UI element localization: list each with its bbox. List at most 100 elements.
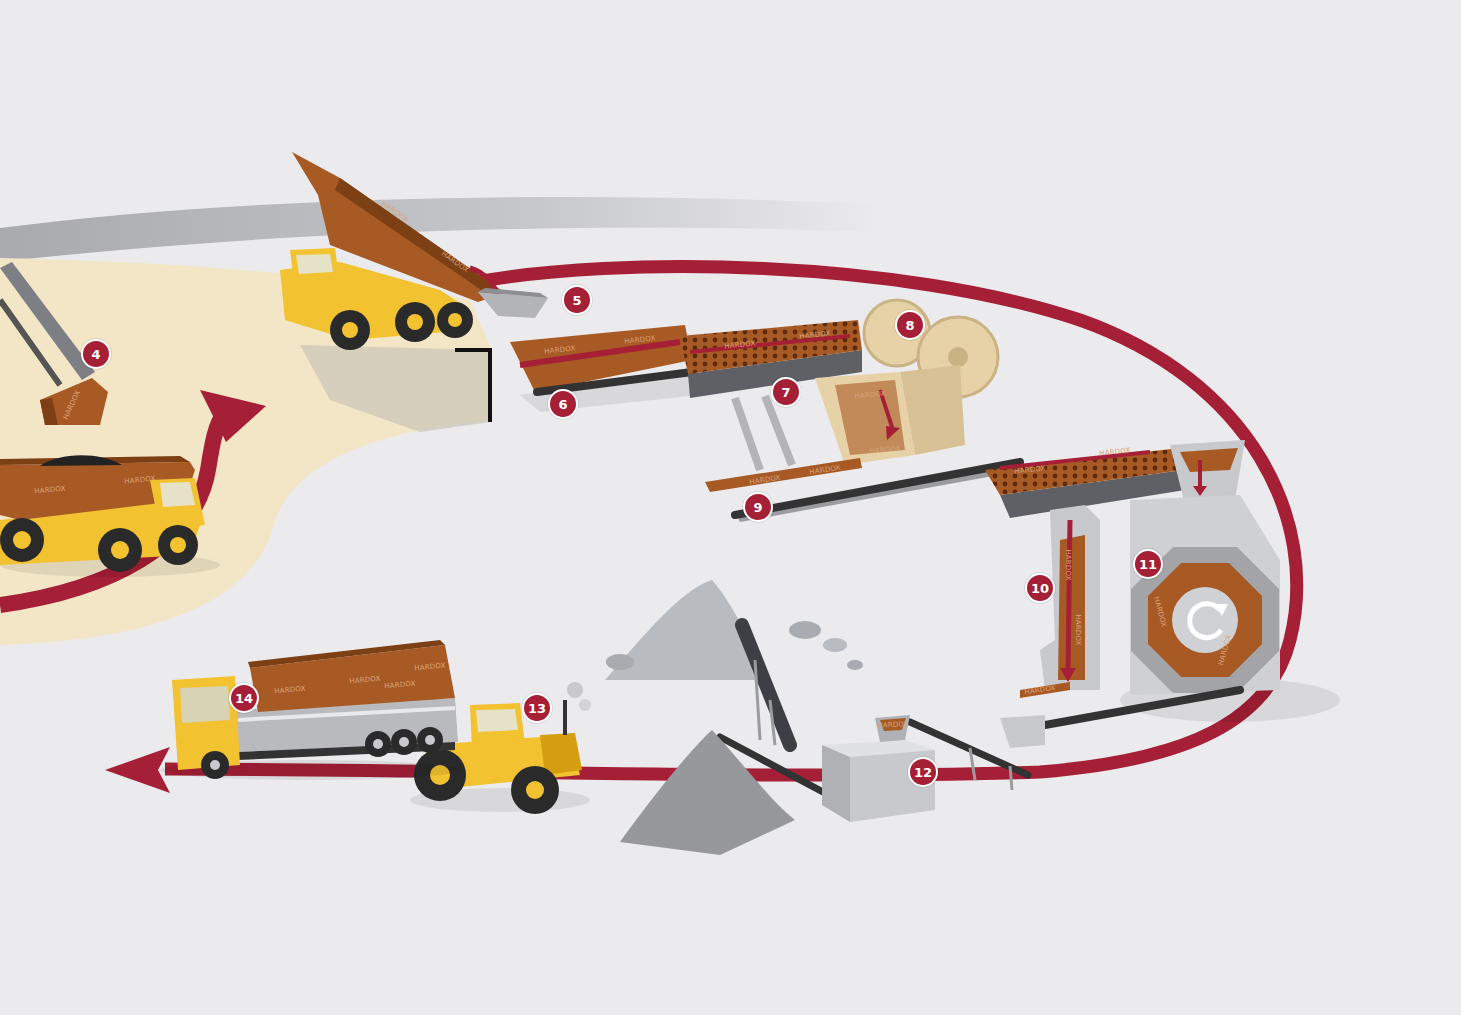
- stockpile-part: [789, 621, 821, 639]
- wheel-loader-part: [540, 733, 582, 775]
- dump-truck: [280, 152, 505, 350]
- mill-conveyor-part: [1000, 715, 1045, 748]
- mill-hopper-part: [1170, 440, 1245, 505]
- belt-conveyor-part: [705, 458, 862, 492]
- tipping-ledge: [455, 350, 490, 422]
- stockpile-part: [847, 660, 863, 670]
- callout-number: 4: [81, 339, 111, 369]
- dump-truck-part: [292, 152, 505, 302]
- grinding-mill-part: [1130, 495, 1280, 695]
- brand-watermark: HARDOX: [1152, 596, 1168, 628]
- discharge-chute-part: [1068, 520, 1070, 670]
- dump-truck-part: [335, 178, 505, 296]
- haul-truck-part: [160, 482, 195, 507]
- tanker-truck: [160, 640, 460, 780]
- brand-watermark: HARDOX: [1024, 684, 1056, 696]
- callout-number: 7: [771, 377, 801, 407]
- flow-arrow-part: [200, 390, 266, 442]
- mill-hopper-part: [1198, 460, 1202, 488]
- dump-truck-part: [290, 248, 340, 290]
- wheel-loader-part: [511, 766, 559, 814]
- flow-arrow: [0, 267, 1297, 793]
- brand-watermark: HARDOX: [124, 475, 156, 486]
- secondary-screen-part: [985, 448, 1183, 495]
- haul-truck-part: [150, 478, 205, 530]
- jaw-crusher-part: [886, 426, 900, 440]
- belt-conveyor-part: [735, 462, 1020, 515]
- brand-watermark: HARDOX: [349, 675, 381, 686]
- dump-truck-part: [437, 302, 473, 338]
- brand-watermark: HARDOX: [1217, 634, 1233, 666]
- callout-number: 9: [743, 492, 773, 522]
- excavator-part: [0, 300, 60, 385]
- haul-truck-part: [170, 537, 186, 553]
- brand-watermark: HARDOX: [854, 390, 886, 401]
- brand-watermark: HARDOX: [877, 720, 909, 730]
- brand-watermark: HARDOX: [1074, 614, 1082, 645]
- brand-watermark: HARDOX: [809, 464, 841, 477]
- tanker-truck-part: [210, 760, 220, 770]
- jaw-crusher-part: [815, 372, 915, 465]
- callout-number: 5: [562, 285, 592, 315]
- brand-watermark: HARDOX: [624, 334, 656, 345]
- wheel-loader-part: [526, 781, 544, 799]
- callout-number: 13: [522, 693, 552, 723]
- brand-watermark: HARDOX: [414, 662, 446, 673]
- ledge-shadow: [300, 345, 490, 432]
- brand-watermark: HARDOX: [34, 485, 66, 496]
- jaw-crusher-part: [948, 347, 968, 367]
- wheel-loader-part: [567, 682, 583, 698]
- stockpile-part: [823, 638, 847, 652]
- stockpile: [605, 580, 863, 855]
- excavator-part: [40, 398, 58, 425]
- tanker-truck-part: [417, 727, 443, 753]
- callout-number: 6: [548, 389, 578, 419]
- stockpile-part: [620, 730, 795, 855]
- tanker-truck-part: [201, 751, 229, 779]
- callout-number: 8: [895, 310, 925, 340]
- brand-watermark: HARDOX: [1064, 549, 1072, 580]
- tanker-truck-part: [425, 735, 435, 745]
- mill-conveyor-part: [1045, 690, 1240, 725]
- brand-watermark: HARDOX: [1099, 446, 1131, 457]
- grinding-mill-part: [1214, 604, 1228, 616]
- apron-feeder-part: [520, 342, 680, 365]
- tanker-truck-part: [180, 686, 230, 723]
- flow-arrow-part: [0, 412, 225, 605]
- belt-conveyor: [705, 458, 1020, 522]
- dump-truck-part: [330, 310, 370, 350]
- mill-conveyor-part: [970, 748, 1012, 790]
- grinding-mill-part: [1190, 604, 1221, 638]
- callout-number: 11: [1133, 549, 1163, 579]
- excavator-part: [40, 378, 108, 425]
- wheel-loader-part: [476, 709, 518, 732]
- dump-truck-part: [296, 254, 333, 274]
- apron-feeder: [510, 325, 700, 412]
- brand-watermark: HARDOX: [869, 445, 901, 456]
- haul-truck-part: [0, 518, 44, 562]
- classifier-unit-part: [875, 715, 910, 742]
- tanker-truck-part: [373, 739, 383, 749]
- haul-truck-part: [98, 528, 142, 572]
- classifier-unit-part: [822, 745, 850, 822]
- mill-conveyor: [720, 682, 1240, 800]
- stockpile-part: [606, 654, 634, 670]
- mill-hopper: [1170, 440, 1245, 505]
- callout-number: 10: [1025, 573, 1055, 603]
- apron-feeder-part: [510, 325, 692, 392]
- callout-number: 14: [229, 683, 259, 713]
- dump-truck-part: [448, 313, 462, 327]
- brand-watermark: HARDOX: [799, 329, 831, 340]
- haul-truck-part: [13, 531, 31, 549]
- tanker-truck-part: [365, 731, 391, 757]
- dump-truck-part: [395, 302, 435, 342]
- tanker-truck-part: [391, 729, 417, 755]
- callout-number: 12: [908, 757, 938, 787]
- grizzly-screen-part: [690, 336, 850, 352]
- mill-hopper-part: [1180, 448, 1238, 472]
- feed-hopper-part: [478, 288, 548, 298]
